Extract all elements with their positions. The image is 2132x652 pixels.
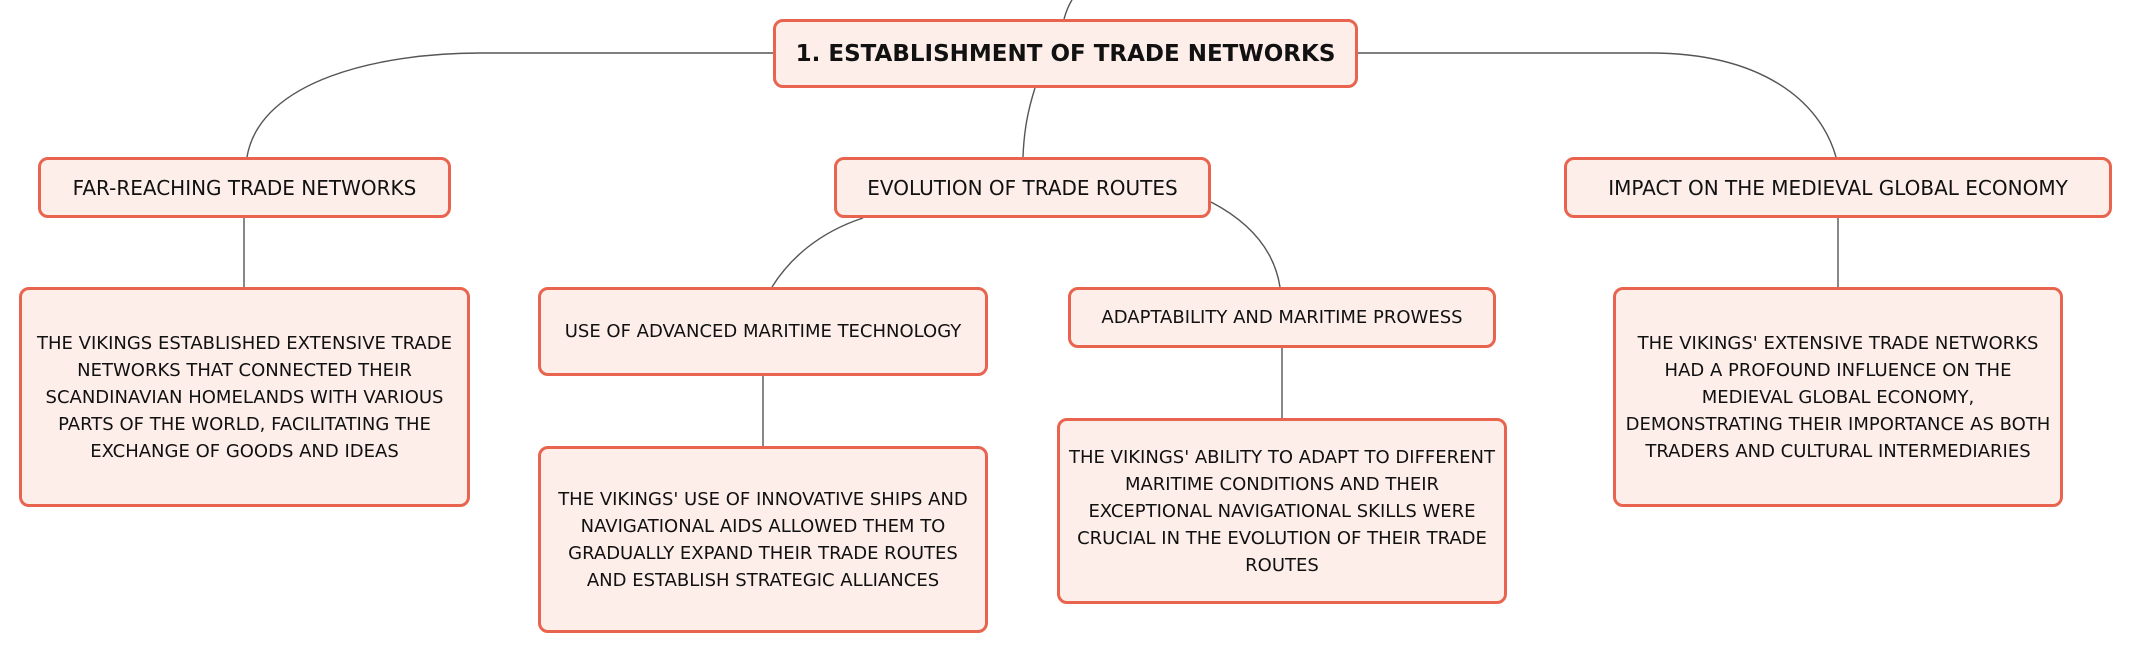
connector-evolution-adaptability [1210, 201, 1281, 288]
branch-label: EVOLUTION OF TRADE ROUTES [867, 175, 1178, 200]
detail-text: THE VIKINGS ESTABLISHED EXTENSIVE TRADE … [37, 332, 452, 462]
detail-text: THE VIKINGS' ABILITY TO ADAPT TO DIFFERE… [1069, 446, 1495, 576]
connector-evolution-technology [771, 217, 864, 288]
detail-impact-on-medieval-global-economy[interactable]: THE VIKINGS' EXTENSIVE TRADE NETWORKS HA… [1613, 287, 2063, 507]
detail-advanced-maritime-technology[interactable]: THE VIKINGS' USE OF INNOVATIVE SHIPS AND… [538, 446, 988, 633]
connector-root-impact [1356, 52, 1837, 158]
subtopic-label: USE OF ADVANCED MARITIME TECHNOLOGY [564, 321, 962, 342]
root-topic[interactable]: 1. ESTABLISHMENT OF TRADE NETWORKS [773, 19, 1358, 88]
detail-far-reaching-trade-networks[interactable]: THE VIKINGS ESTABLISHED EXTENSIVE TRADE … [19, 287, 470, 507]
branch-impact-on-medieval-global-economy[interactable]: IMPACT ON THE MEDIEVAL GLOBAL ECONOMY [1564, 157, 2112, 218]
branch-evolution-of-trade-routes[interactable]: EVOLUTION OF TRADE ROUTES [834, 157, 1211, 218]
connector-to-parent [1063, 0, 1073, 20]
detail-text: THE VIKINGS' EXTENSIVE TRADE NETWORKS HA… [1625, 332, 2051, 462]
branch-far-reaching-trade-networks[interactable]: FAR-REACHING TRADE NETWORKS [38, 157, 451, 218]
subtopic-advanced-maritime-technology[interactable]: USE OF ADVANCED MARITIME TECHNOLOGY [538, 287, 988, 376]
branch-label: IMPACT ON THE MEDIEVAL GLOBAL ECONOMY [1608, 175, 2068, 200]
subtopic-adaptability-maritime-prowess[interactable]: ADAPTABILITY AND MARITIME PROWESS [1068, 287, 1496, 348]
branch-label: FAR-REACHING TRADE NETWORKS [72, 175, 417, 200]
connector-root-evolution [1022, 87, 1036, 158]
detail-adaptability-maritime-prowess[interactable]: THE VIKINGS' ABILITY TO ADAPT TO DIFFERE… [1057, 418, 1507, 604]
connector-root-far-reaching [246, 52, 775, 158]
detail-text: THE VIKINGS' USE OF INNOVATIVE SHIPS AND… [558, 488, 968, 591]
subtopic-label: ADAPTABILITY AND MARITIME PROWESS [1101, 307, 1463, 328]
root-topic-label: 1. ESTABLISHMENT OF TRADE NETWORKS [795, 40, 1336, 67]
